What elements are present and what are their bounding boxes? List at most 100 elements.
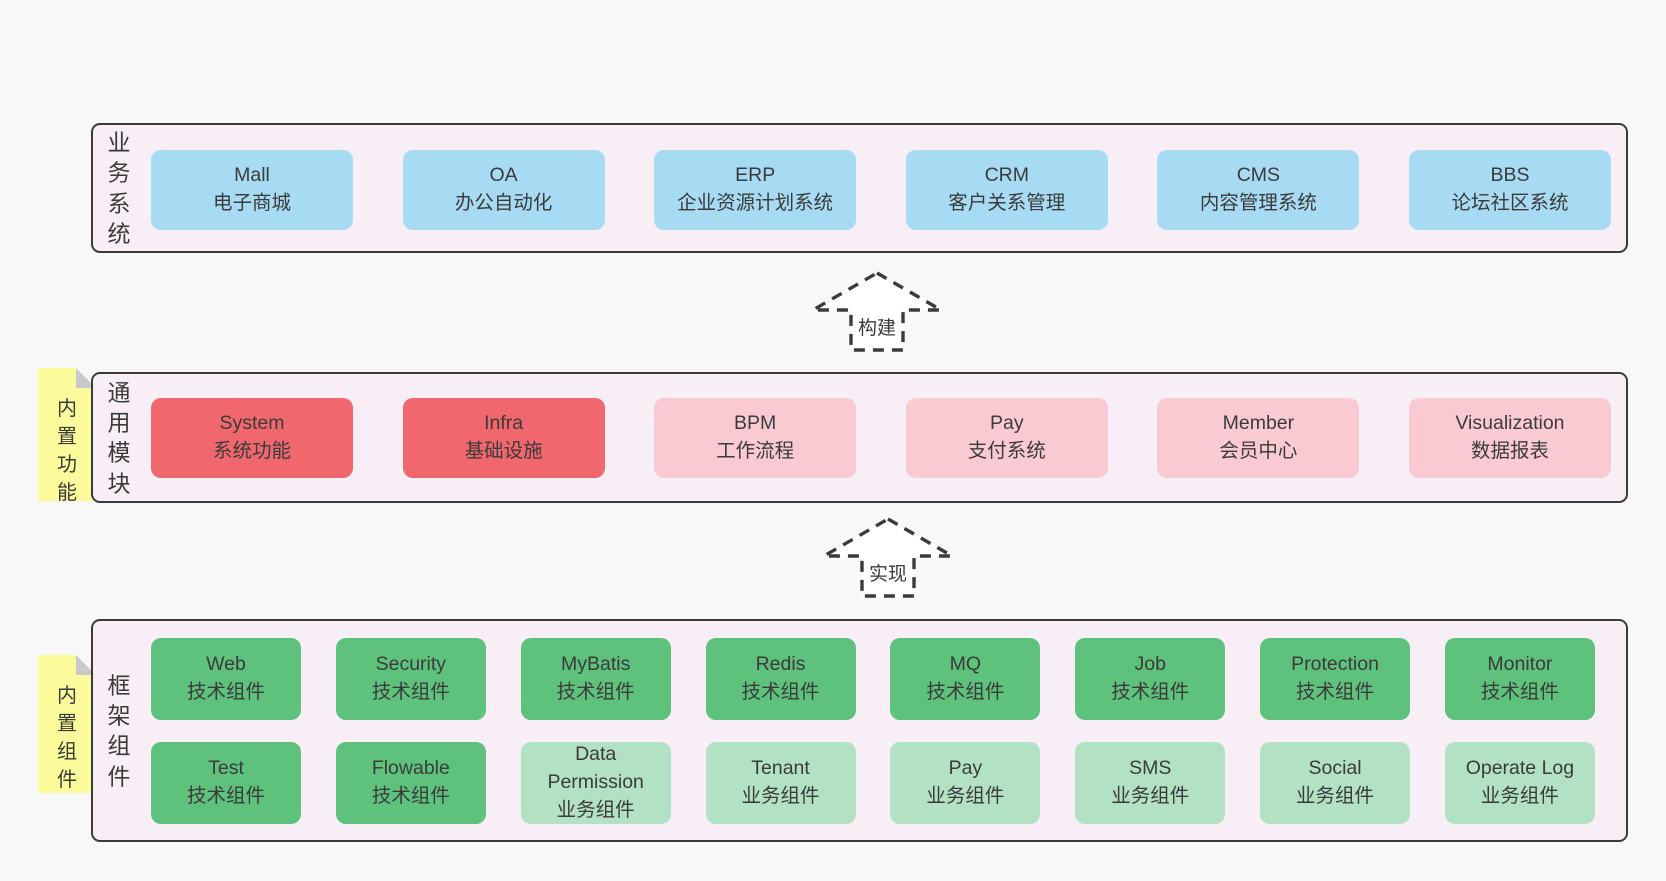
oa-box: OA 办公自动化 [402, 150, 605, 230]
visualization-box: Visualization 数据报表 [1408, 398, 1611, 478]
data-permission-box: Data Permission 业务组件 [520, 742, 671, 824]
box-title: Job [1134, 653, 1166, 676]
box-title: Protection [1291, 653, 1379, 676]
box-title: Member [1222, 412, 1295, 435]
box-title: CRM [984, 164, 1029, 187]
box-title: Social [1308, 757, 1362, 780]
builtin-features-sticky-note: 内置功能 [38, 368, 96, 501]
box-subtitle: 业务组件 [741, 785, 820, 807]
box-subtitle: 技术组件 [371, 785, 450, 807]
monitor-box: Monitor 技术组件 [1444, 638, 1595, 720]
box-subtitle: 业务组件 [556, 798, 635, 821]
up-arrow-icon [818, 517, 958, 598]
crm-box: CRM 客户关系管理 [905, 150, 1108, 230]
pay-box: Pay 支付系统 [905, 398, 1108, 478]
box-title: Tenant [751, 757, 810, 780]
pay-box: Pay 业务组件 [890, 742, 1041, 824]
sms-box: SMS 业务组件 [1075, 742, 1226, 824]
builtin-features-label: 内置功能 [57, 398, 77, 504]
box-subtitle: 企业资源计划系统 [677, 192, 834, 214]
box-title: System [219, 412, 285, 435]
box-subtitle: 技术组件 [926, 681, 1005, 703]
box-subtitle: 支付系统 [967, 440, 1046, 462]
tenant-box: Tenant 业务组件 [705, 742, 856, 824]
web-box: Web 技术组件 [151, 638, 301, 720]
box-title: Monitor [1487, 653, 1553, 676]
box-title: Web [206, 653, 246, 676]
box-title: Pay [948, 757, 983, 780]
security-box: Security 技术组件 [335, 638, 486, 720]
build-arrow-label: 构建 [857, 318, 896, 339]
box-title: Redis [755, 653, 806, 676]
box-title: MQ [949, 653, 982, 676]
implement-arrow-label: 实现 [868, 564, 907, 585]
box-subtitle: 办公自动化 [454, 192, 553, 214]
redis-box: Redis 技术组件 [705, 638, 856, 720]
cms-box: CMS 内容管理系统 [1157, 150, 1360, 230]
box-title: Security [375, 653, 447, 676]
member-box: Member 会员中心 [1157, 398, 1360, 478]
up-arrow-icon [807, 271, 947, 352]
build-arrow: 构建 [807, 270, 947, 354]
box-subtitle: 内容管理系统 [1199, 192, 1317, 214]
box-subtitle: 技术组件 [371, 681, 450, 703]
box-title: Test [208, 757, 244, 780]
box-title: Mall [234, 164, 270, 187]
box-subtitle: 技术组件 [556, 681, 635, 703]
box-title: Data Permission [547, 743, 644, 794]
box-title: Infra [484, 412, 524, 435]
box-subtitle: 技术组件 [1111, 681, 1190, 703]
box-title: Visualization [1455, 412, 1565, 435]
box-subtitle: 技术组件 [741, 681, 820, 703]
box-subtitle: 技术组件 [1296, 681, 1375, 703]
box-subtitle: 业务组件 [1480, 785, 1559, 807]
box-subtitle: 会员中心 [1219, 440, 1298, 462]
box-subtitle: 业务组件 [1296, 785, 1375, 807]
bpm-box: BPM 工作流程 [654, 398, 857, 478]
protection-box: Protection 技术组件 [1260, 638, 1411, 720]
flowable-box: Flowable 技术组件 [335, 742, 486, 824]
box-subtitle: 客户关系管理 [948, 192, 1066, 214]
mq-box: MQ 技术组件 [890, 638, 1041, 720]
box-subtitle: 数据报表 [1470, 440, 1549, 462]
box-subtitle: 业务组件 [926, 785, 1005, 807]
box-title: MyBatis [561, 653, 631, 676]
box-subtitle: 技术组件 [1480, 681, 1559, 703]
box-title: Operate Log [1465, 757, 1575, 780]
box-subtitle: 技术组件 [186, 785, 265, 807]
box-title: OA [489, 164, 518, 187]
box-title: CMS [1236, 164, 1281, 187]
mybatis-box: MyBatis 技术组件 [520, 638, 671, 720]
infra-box: Infra 基础设施 [402, 398, 605, 478]
box-subtitle: 技术组件 [186, 681, 265, 703]
box-title: Pay [989, 412, 1024, 435]
test-box: Test 技术组件 [151, 742, 301, 824]
box-subtitle: 工作流程 [716, 440, 795, 462]
box-title: Flowable [371, 757, 450, 780]
builtin-components-sticky-note: 内置组件 [38, 655, 96, 793]
box-subtitle: 基础设施 [464, 440, 543, 462]
box-title: ERP [735, 164, 776, 187]
box-title: SMS [1129, 757, 1172, 780]
builtin-components-label: 内置组件 [57, 685, 77, 791]
components-layer-label: 框架组件 [107, 671, 131, 789]
job-box: Job 技术组件 [1075, 638, 1226, 720]
operate-log-box: Operate Log 业务组件 [1444, 742, 1595, 824]
box-subtitle: 业务组件 [1111, 785, 1190, 807]
social-box: Social 业务组件 [1260, 742, 1411, 824]
modules-layer-label: 通用模块 [107, 378, 131, 496]
implement-arrow: 实现 [818, 516, 958, 600]
erp-box: ERP 企业资源计划系统 [654, 150, 857, 230]
box-title: BPM [734, 412, 777, 435]
